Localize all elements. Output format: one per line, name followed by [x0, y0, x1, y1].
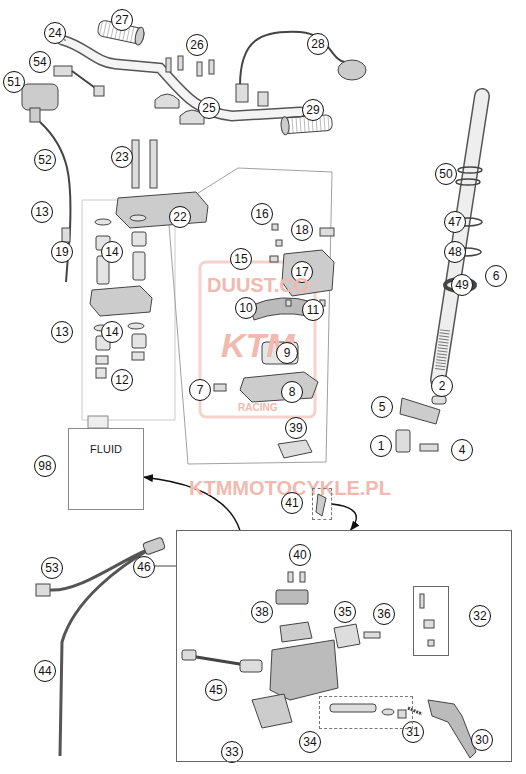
callout-number: 5	[371, 396, 393, 418]
callout-number: 39	[285, 417, 307, 439]
callout-number: 32	[469, 605, 491, 627]
callout-number: 34	[299, 731, 321, 753]
callout-number: 18	[291, 219, 313, 241]
callout-number: 9	[276, 342, 298, 364]
callout-number: 29	[302, 99, 324, 121]
callout-number: 24	[44, 22, 66, 44]
callout-number: 13	[51, 321, 73, 343]
callout-number: 13	[31, 201, 53, 223]
callout-number: 50	[435, 163, 457, 185]
part-group-box: 41	[312, 488, 332, 520]
callout-number: 98	[34, 455, 56, 477]
callout-number: 26	[186, 34, 208, 56]
callout-number: 10	[235, 297, 257, 319]
callout-number: 12	[111, 369, 133, 391]
callout-number: 53	[41, 557, 63, 579]
callout-number: 14	[101, 321, 123, 343]
callout-number: 11	[302, 299, 324, 321]
callout-number: 38	[251, 601, 273, 623]
callout-number: 22	[169, 206, 191, 228]
assembly-box: 463234	[176, 530, 512, 762]
callout-number: 1	[370, 435, 392, 457]
callout-number: 15	[230, 248, 252, 270]
callout-number: 51	[3, 71, 25, 93]
callout-number: 54	[29, 51, 51, 73]
callout-number: 31	[402, 721, 424, 743]
callout-number: 4	[451, 439, 473, 461]
fluid-bottle: FLUID	[68, 428, 144, 510]
callout-number: 46	[133, 556, 155, 578]
callout-number: 47	[444, 211, 466, 233]
callout-number: 14	[101, 241, 123, 263]
bottle-label: FLUID	[69, 443, 143, 455]
callout-number: 40	[289, 544, 311, 566]
callout-number: 8	[281, 381, 303, 403]
callout-number: 36	[373, 603, 395, 625]
callout-number: 44	[34, 660, 56, 682]
callout-number: 23	[111, 146, 133, 168]
part-group-box: 32	[413, 586, 449, 656]
callout-number: 28	[307, 33, 329, 55]
callout-number: 19	[51, 241, 73, 263]
callout-number: 27	[111, 9, 133, 31]
callout-number: 48	[444, 241, 466, 263]
part-group-box: 34	[319, 696, 413, 729]
watermark-text: RACING	[238, 403, 277, 413]
callout-number: 7	[189, 379, 211, 401]
watermark-text: DUUST.CO	[207, 275, 309, 295]
callout-number: 25	[198, 97, 220, 119]
callout-number: 49	[451, 274, 473, 296]
callout-number: 45	[205, 679, 227, 701]
callout-number: 35	[334, 601, 356, 623]
curved-arrow	[332, 504, 356, 530]
callout-number: 16	[251, 203, 273, 225]
callout-number: 2	[431, 375, 453, 397]
callout-number: 52	[34, 149, 56, 171]
callout-number: 6	[485, 265, 507, 287]
callout-number: 41	[281, 492, 303, 514]
callout-number: 30	[471, 729, 493, 751]
callout-number: 33	[221, 741, 243, 763]
